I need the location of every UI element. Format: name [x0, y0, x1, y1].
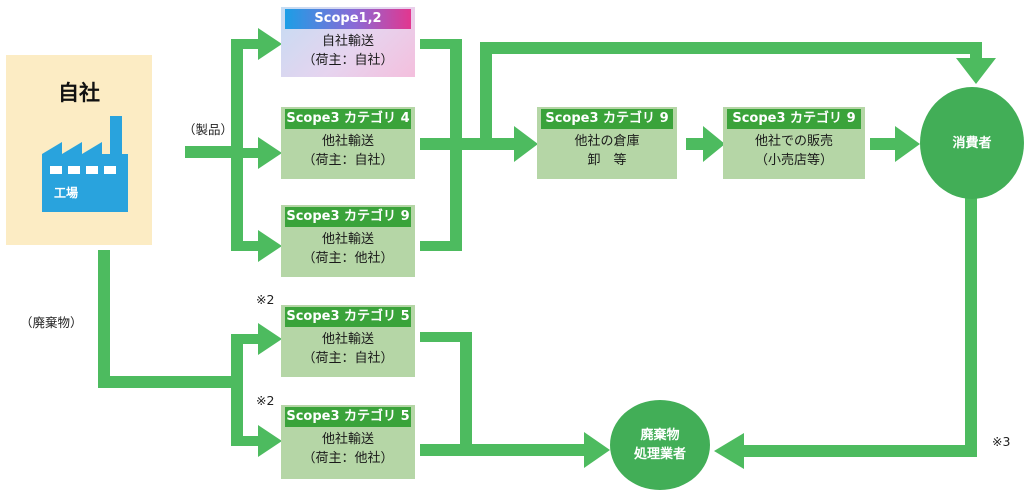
scope12-box: Scope1,2 自社輸送 （荷主：自社） — [281, 7, 415, 77]
arrow-to-warehouse — [514, 126, 538, 162]
cat9-warehouse-line1: 他社の倉庫 — [574, 134, 640, 149]
waste-across — [98, 376, 243, 388]
waste-branch-bottom — [231, 436, 261, 446]
cat5-down — [460, 332, 472, 452]
arrow-to-waste-handler — [584, 432, 610, 468]
note-3: ※3 — [992, 434, 1011, 449]
consumer-down — [965, 195, 977, 457]
arrow-to-consumer-top — [956, 58, 996, 84]
product-label: （製品） — [183, 122, 234, 137]
top-route-down — [970, 42, 982, 62]
note-2-upper: ※2 — [256, 292, 275, 307]
waste-handler-node: 廃棄物 処理業者 — [610, 400, 710, 490]
note-2-lower: ※2 — [256, 393, 275, 408]
cat5-other-line2: （荷主：他社） — [302, 451, 394, 466]
merge-to-warehouse — [420, 138, 520, 150]
cat4-line2: （荷主：自社） — [302, 153, 394, 168]
cat5-to-waste — [420, 444, 590, 456]
cat9-transport-line1: 他社輸送 — [321, 232, 374, 247]
branch-mid — [231, 148, 261, 158]
cat5-other-box: Scope3 カテゴリ 5 他社輸送 （荷主：他社） — [281, 405, 415, 479]
arrow-to-cat5-own — [258, 323, 282, 355]
company-title: 自社 — [58, 81, 100, 105]
cat5-own-box: Scope3 カテゴリ 5 他社輸送 （荷主：自社） — [281, 305, 415, 377]
merge-top — [420, 39, 460, 49]
top-route-up — [480, 42, 492, 142]
arrow-to-consumer — [895, 126, 920, 162]
branch-top — [231, 39, 261, 49]
consumer-node: 消費者 — [920, 87, 1024, 199]
cat9-transport-line2: （荷主：他社） — [302, 251, 394, 266]
arrow-to-sales — [703, 126, 725, 162]
cat9-transport-box: Scope3 カテゴリ 9 他社輸送 （荷主：他社） — [281, 205, 415, 277]
merge-bottom — [420, 241, 460, 251]
waste-label: （廃棄物） — [20, 315, 83, 330]
cat9-sales-line1: 他社での販売 — [754, 134, 833, 149]
warehouse-to-sales — [686, 138, 706, 150]
cat4-line1: 他社輸送 — [321, 134, 374, 149]
product-trunk — [185, 146, 243, 158]
arrow-to-cat5-other — [258, 425, 282, 457]
cat9-transport-header: Scope3 カテゴリ 9 — [285, 207, 411, 227]
waste-trunk — [98, 250, 110, 388]
waste-handler-line1: 廃棄物 — [640, 428, 680, 443]
arrow-consumer-to-waste — [714, 433, 744, 469]
scope12-line2: （荷主：自社） — [302, 53, 394, 68]
factory-icon — [42, 116, 128, 212]
cat4-header: Scope3 カテゴリ 4 — [285, 109, 411, 129]
waste-handler-line2: 処理業者 — [633, 447, 686, 462]
scope12-header: Scope1,2 — [285, 9, 411, 29]
cat5-own-line1: 他社輸送 — [321, 332, 374, 347]
consumer-to-waste — [740, 445, 977, 457]
cat5-own-header: Scope3 カテゴリ 5 — [285, 307, 411, 327]
waste-bus — [231, 334, 243, 446]
cat9-sales-box: Scope3 カテゴリ 9 他社での販売 （小売店等） — [723, 107, 865, 179]
branch-bottom — [231, 241, 261, 251]
arrow-to-scope12 — [258, 28, 282, 60]
top-route-across — [480, 42, 980, 54]
cat9-sales-header: Scope3 カテゴリ 9 — [727, 109, 861, 129]
cat4-box: Scope3 カテゴリ 4 他社輸送 （荷主：自社） — [281, 107, 415, 179]
scope12-line1: 自社輸送 — [321, 34, 374, 49]
sales-to-consumer — [870, 138, 898, 150]
cat5-own-line2: （荷主：自社） — [302, 351, 394, 366]
product-bus — [231, 44, 243, 251]
cat5-other-line1: 他社輸送 — [321, 432, 374, 447]
cat9-warehouse-line2: 卸 等 — [587, 153, 627, 168]
cat5-own-out — [420, 332, 470, 342]
factory-label: 工場 — [54, 186, 79, 200]
waste-branch-top — [231, 334, 261, 344]
arrow-to-cat9 — [258, 230, 282, 262]
arrow-to-cat4 — [258, 137, 282, 169]
cat5-other-header: Scope3 カテゴリ 5 — [285, 407, 411, 427]
cat9-sales-line2: （小売店等） — [754, 153, 833, 168]
consumer-label: 消費者 — [952, 135, 992, 151]
cat9-warehouse-header: Scope3 カテゴリ 9 — [541, 109, 673, 129]
cat9-warehouse-box: Scope3 カテゴリ 9 他社の倉庫 卸 等 — [537, 107, 677, 179]
